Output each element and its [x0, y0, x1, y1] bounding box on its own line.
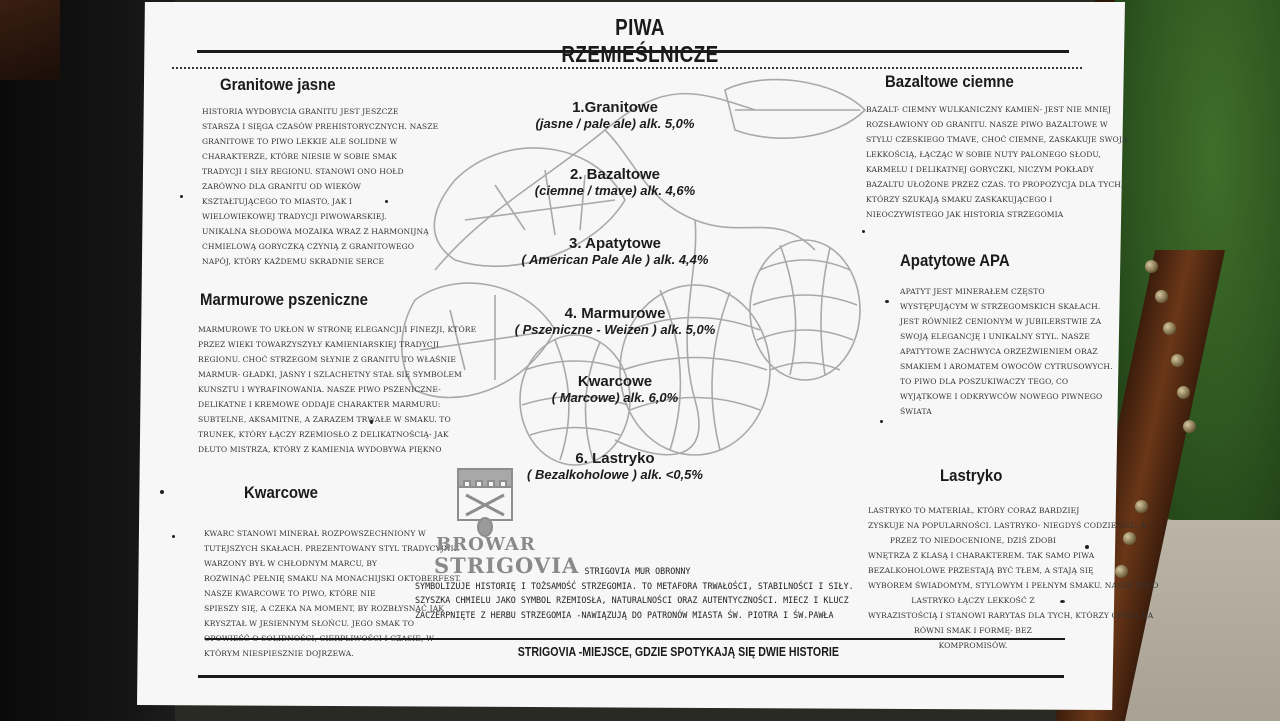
footer-rule-top	[205, 638, 1065, 640]
hop-cone-illustration	[401, 78, 867, 466]
bazaltowe-description: Bazalt- ciemny wulkaniczny kamień- jest …	[866, 105, 1128, 219]
header-dotted-rule	[172, 67, 1082, 69]
upholstery-studs	[1115, 250, 1275, 630]
lastryko-heading: Lastryko	[940, 466, 1003, 485]
beer-item-marmurowe: 4. Marmurowe ( Pszeniczne - Weizen ) alk…	[514, 305, 716, 337]
menu-title: PIWA RZEMIEŚLNICZE	[561, 14, 719, 67]
granitowe-description: Historia wydobycia granitu jest jeszcze …	[202, 107, 439, 266]
marmurowe-description: Marmurowe to ukłon w stronę elegancji i …	[198, 325, 477, 454]
brand-story: Strigovia mur obronny symbolizuje histor…	[415, 564, 860, 622]
granitowe-heading: Granitowe jasne	[220, 75, 336, 94]
marmurowe-heading: Marmurowe pszeniczne	[200, 290, 368, 309]
apatytowe-heading: Apatytowe APA	[900, 251, 1010, 270]
beer-item-lastryko: 6. Lastryko ( Bezalkoholowe ) alk. <0,5%	[527, 450, 703, 482]
header-rule	[197, 50, 1069, 53]
footer-rule-bottom	[198, 675, 1064, 678]
footer-slogan: Strigovia -miejsce, gdzie spotykają się …	[517, 645, 839, 659]
menu-sheet	[137, 2, 1125, 710]
apatytowe-description: Apatyt jest minerałem często występujący…	[900, 287, 1113, 416]
kwarcowe-heading: Kwarcowe	[244, 483, 319, 502]
brand-name-line2: STRIGOVIA	[434, 553, 580, 578]
beer-item-granitowe: 1.Granitowe (jasne / pale ale) alk. 5,0%	[535, 99, 695, 131]
brand-story-title: Strigovia mur obronny	[584, 566, 691, 576]
beer-item-apatytowe: 3. Apatytowe ( American Pale Ale ) alk. …	[521, 235, 709, 267]
bazaltowe-heading: Bazaltowe ciemne	[885, 72, 1014, 91]
beer-item-bazaltowe: 2. Bazaltowe (ciemne / tmave) alk. 4,6%	[534, 166, 696, 198]
beer-item-kwarcowe: Kwarcowe ( Marcowe) alk. 6,0%	[551, 373, 679, 405]
brand-name-line1: BROWAR	[436, 534, 536, 555]
wood-corner	[0, 0, 60, 80]
lastryko-description: Lastryko to materiał, który coraz bardzi…	[868, 506, 1159, 650]
brewery-crest-logo	[457, 468, 513, 537]
